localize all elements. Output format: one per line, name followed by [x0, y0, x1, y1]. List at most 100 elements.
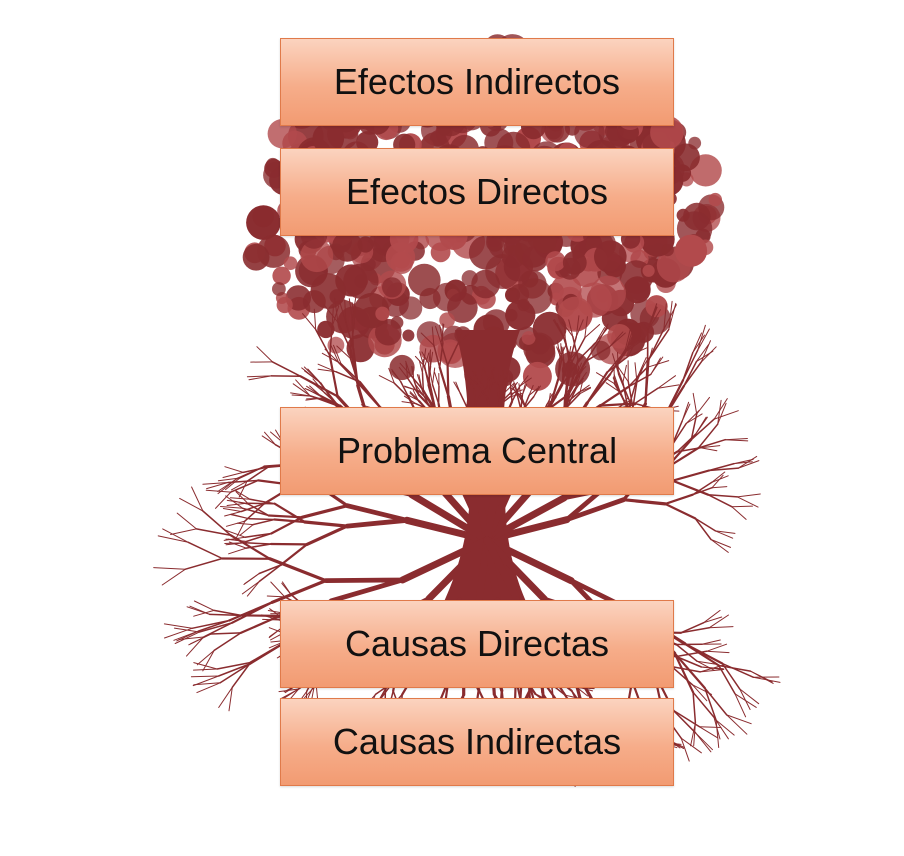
root-branch — [252, 518, 276, 526]
root-branch — [440, 324, 445, 344]
root-branch — [683, 361, 702, 387]
root-branch — [498, 377, 507, 390]
root-branch — [567, 346, 572, 363]
leaf-cluster — [676, 208, 690, 222]
efectos-indirectos-box: Efectos Indirectos — [280, 38, 674, 126]
root-branch — [609, 351, 627, 376]
root-branch — [628, 338, 638, 357]
root-branch — [675, 643, 698, 662]
root-branch — [472, 370, 482, 384]
root-branch — [578, 384, 590, 393]
root-branch — [401, 401, 417, 405]
root-branch — [606, 352, 625, 374]
root-branch — [249, 498, 276, 505]
root-branch — [547, 393, 571, 410]
root-branch — [693, 722, 696, 747]
root-branch — [576, 368, 585, 380]
root-branch — [605, 382, 621, 393]
root-branch — [585, 340, 600, 363]
root-branch — [671, 469, 711, 482]
efectos-directos-label: Efectos Directos — [345, 171, 609, 212]
root-branch — [456, 330, 463, 346]
leaf-cluster — [505, 300, 536, 331]
root-branch — [680, 737, 690, 762]
root-branch — [726, 714, 752, 725]
root-branch — [680, 737, 702, 754]
root-branch — [178, 636, 205, 640]
root-branch — [176, 512, 197, 530]
leaf-cluster — [661, 244, 674, 257]
root-branch — [238, 480, 248, 498]
root-branch — [220, 506, 244, 509]
root-branch — [224, 466, 244, 473]
root-branch — [721, 662, 754, 678]
root-branch — [473, 387, 477, 405]
root-branch — [195, 528, 232, 536]
leaf-cluster — [521, 331, 536, 345]
root-branch — [521, 383, 528, 396]
root-branch — [205, 489, 232, 493]
root-branch — [724, 438, 748, 441]
root-branch — [599, 402, 636, 407]
root-branch — [246, 375, 272, 378]
root-branch — [193, 662, 218, 670]
root-branch — [337, 321, 352, 351]
root-branch — [226, 502, 247, 506]
root-branch — [664, 493, 694, 505]
root-branch — [431, 326, 435, 346]
root-branch — [559, 343, 567, 359]
root-branch — [174, 631, 200, 644]
root-branch — [399, 362, 411, 376]
root-branch — [690, 413, 698, 441]
root-branch — [634, 387, 659, 405]
root-branch — [427, 363, 431, 384]
root-branch — [575, 362, 582, 378]
root-branch — [292, 383, 311, 397]
leaf-cluster — [468, 235, 503, 270]
root-branch — [406, 377, 420, 396]
root-branch — [497, 370, 500, 385]
root-branch — [518, 383, 522, 396]
root-branch — [519, 375, 529, 387]
root-branch — [596, 372, 615, 385]
root-branch — [231, 601, 274, 624]
root-branch — [186, 636, 205, 657]
leaf-cluster — [557, 296, 593, 332]
root-branch — [528, 388, 538, 396]
root-branch — [317, 368, 337, 373]
root-branch — [622, 364, 627, 383]
root-branch — [466, 373, 478, 385]
leaf-cluster — [385, 242, 416, 272]
leaf-cluster — [408, 263, 441, 297]
leaf-cluster — [505, 309, 518, 322]
root-branch — [163, 623, 193, 629]
root-branch — [519, 377, 532, 387]
root-branch — [575, 375, 581, 391]
root-branch — [191, 619, 230, 630]
root-branch — [227, 479, 259, 484]
root-branch — [599, 385, 630, 407]
root-branch — [627, 373, 652, 388]
root-branch — [575, 315, 580, 338]
root-branch — [321, 352, 342, 365]
root-branch — [707, 493, 733, 508]
root-branch — [566, 393, 581, 408]
leaf-cluster — [532, 311, 567, 346]
root-branch — [358, 380, 383, 410]
root-branch — [404, 386, 420, 392]
root-branch — [173, 627, 200, 633]
root-branch — [248, 517, 276, 521]
root-branch — [228, 686, 233, 712]
leaf-cluster — [645, 295, 668, 318]
root-branch — [721, 662, 741, 690]
root-branch — [564, 497, 626, 522]
root-branch — [480, 369, 483, 384]
root-branch — [202, 482, 229, 485]
root-branch — [739, 688, 751, 710]
root-branch — [191, 486, 204, 512]
root-branch — [606, 355, 630, 374]
root-branch — [344, 299, 347, 323]
root-branch — [696, 396, 710, 415]
root-branch — [504, 380, 509, 393]
